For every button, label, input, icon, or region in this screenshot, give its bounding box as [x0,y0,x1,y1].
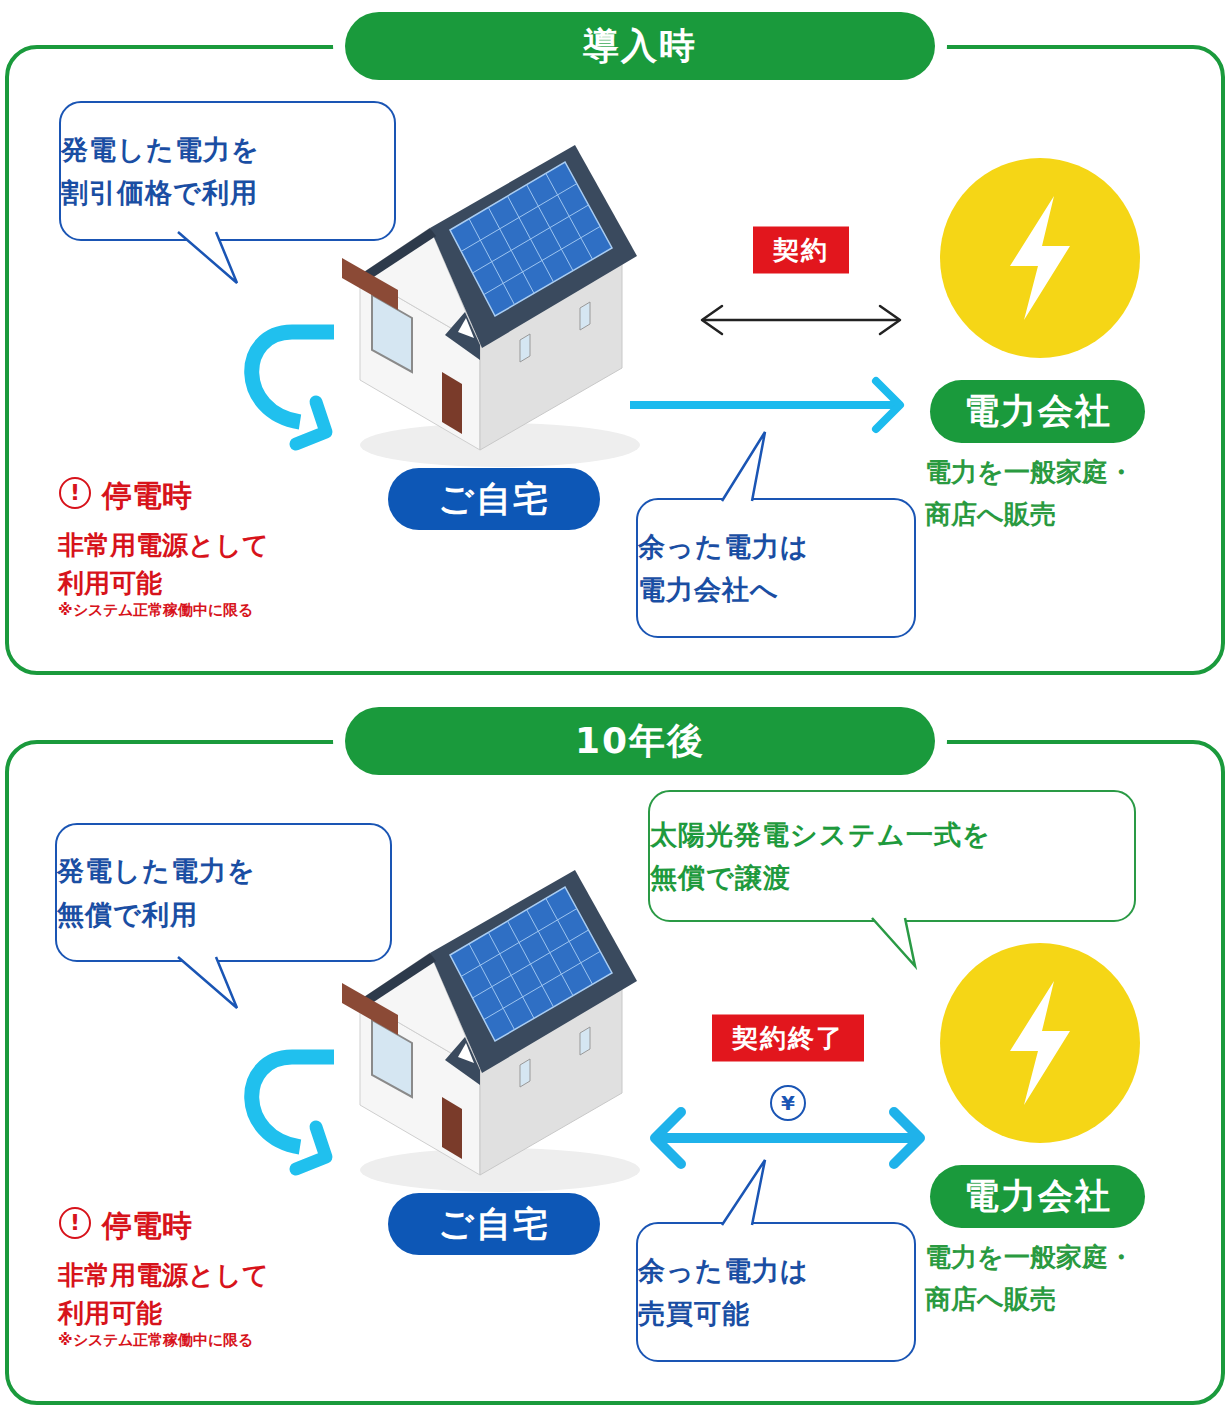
callout-node: 余った電力は 売買可能 [636,1222,916,1362]
callout-tail [872,918,915,966]
arrow-head [876,381,900,429]
callout-text: 太陽光発電システム一式を 無償で譲渡 [650,813,1134,899]
callout-text: 余った電力は 売買可能 [638,1249,914,1335]
company-node: 電力会社電力を一般家庭・ 商店へ販売 [900,945,1185,1370]
callout-text: 発電した電力を 割引価格で利用 [61,128,394,214]
company-node: 電力会社電力を一般家庭・ 商店へ販売 [900,160,1185,585]
arrow-head [702,306,722,334]
connector-line [703,319,899,322]
connector [630,381,900,429]
callout-node: 太陽光発電システム一式を 無償で譲渡 [648,790,1136,922]
panel-node: 発電した電力を 割引価格で利用ご自宅 電力会社電力を一般家庭・ 商店へ販売余った電… [5,45,1225,675]
panel-title: 10年後 [345,707,935,775]
power-company-icon [940,943,1140,1143]
callout-node: 発電した電力を 割引価格で利用 [59,101,396,241]
company-label: 電力会社 [930,380,1145,443]
self-use-arrow [252,332,334,444]
panel-node: 発電した電力を 無償で利用ご自宅太陽光発電システム一式を 無償で譲渡電力会社電力… [5,740,1225,1405]
home-label: ご自宅 [388,468,600,530]
arrow-head [880,306,900,334]
panel-title: 導入時 [345,12,935,80]
outage-heading: 停電時 [102,474,192,518]
connector-line [660,1133,915,1143]
callout-node: 余った電力は 電力会社へ [636,498,916,638]
self-use-arrow [252,1057,334,1169]
connector-line [630,401,896,409]
outage-text: 非常用電源として 利用可能 [58,1257,323,1332]
home-label: ご自宅 [388,1193,600,1255]
callout-tail [722,1160,765,1225]
outage-heading: 停電時 [102,1204,192,1248]
company-label: 電力会社 [930,1165,1145,1228]
callout-node: 発電した電力を 無償で利用 [55,823,392,962]
callout-text: 発電した電力を 無償で利用 [57,849,390,935]
arrow-head [894,1112,920,1164]
house-node: ご自宅 [350,835,630,1255]
arrow-head [655,1112,681,1164]
callout-tail [178,957,237,1008]
connector [702,306,900,334]
warning-icon: ! [59,1207,91,1239]
edge-label: 契約 [753,227,849,274]
footnote: ※システム正常稼働中に限る [58,1330,253,1352]
yen-icon: ¥ [770,1085,806,1121]
outage-text: 非常用電源として 利用可能 [58,527,323,602]
callout-tail [178,232,237,283]
footnote: ※システム正常稼働中に限る [58,600,253,622]
power-company-icon [940,158,1140,358]
callout-tail [722,432,765,501]
warning-icon: ! [59,477,91,509]
edge-label: 契約終了 [712,1015,864,1062]
house-node: ご自宅 [350,110,630,530]
callout-text: 余った電力は 電力会社へ [638,525,914,611]
company-description: 電力を一般家庭・ 商店へ販売 [925,1237,1187,1320]
company-description: 電力を一般家庭・ 商店へ販売 [925,452,1187,535]
